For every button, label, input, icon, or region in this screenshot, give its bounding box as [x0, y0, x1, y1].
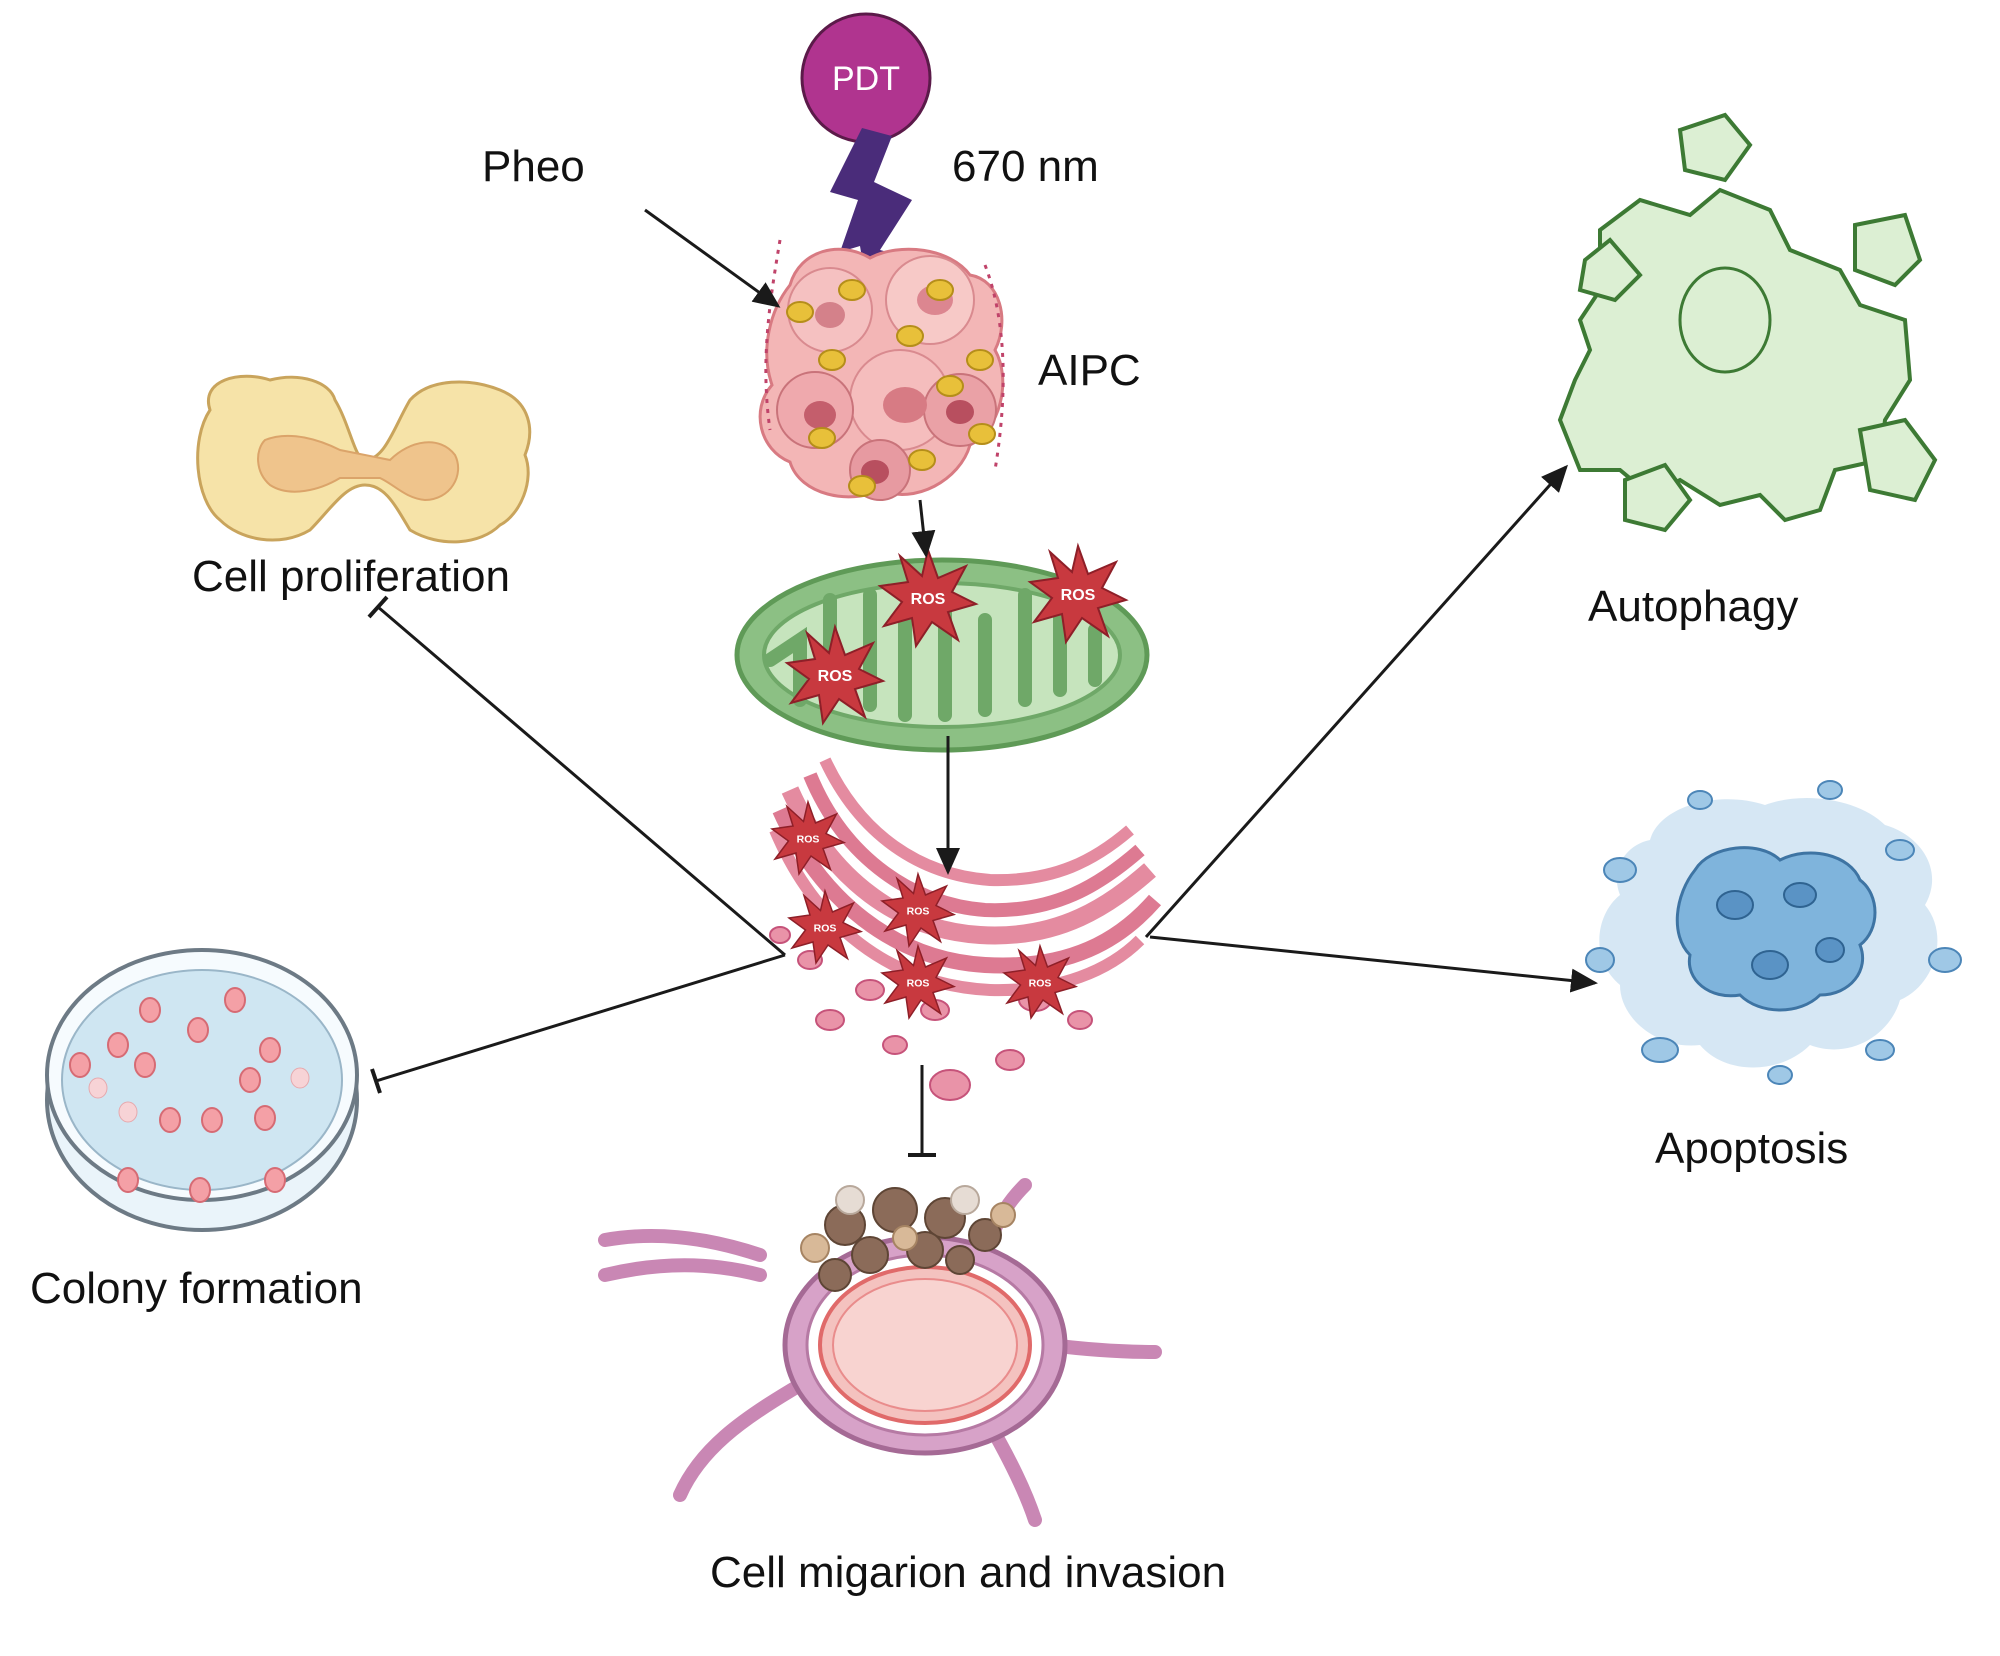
- inhibit-er-to-proliferation: [377, 605, 786, 957]
- ros-star-icon: ROS: [880, 943, 957, 1021]
- arrow-er-to-autophagy: [1144, 464, 1568, 938]
- cancer-cell-cluster-icon: [758, 239, 1005, 501]
- arrow-er-to-apoptosis: [1149, 935, 1598, 993]
- dividing-cell-icon: [196, 374, 532, 544]
- wavelength-label: 670 nm: [952, 142, 1099, 191]
- inhibit-bar-colony: [370, 1068, 382, 1094]
- cell-line-label: AIPC: [1038, 346, 1141, 395]
- proliferation-label: Cell proliferation: [192, 552, 510, 601]
- autophagic-cell-icon: [1557, 112, 1938, 533]
- migration-label: Cell migarion and invasion: [710, 1548, 1227, 1597]
- svg-text:ROS: ROS: [907, 978, 930, 990]
- arrow-pheo-to-cells: [644, 208, 781, 308]
- colony-label: Colony formation: [30, 1264, 363, 1313]
- ros-star-icon: ROS: [1027, 542, 1129, 645]
- endoplasmic-reticulum-icon: [769, 757, 1162, 1101]
- inhibit-bar-proliferation: [367, 595, 389, 619]
- autophagy-label: Autophagy: [1588, 582, 1799, 631]
- ros-star-icon: ROS: [877, 546, 979, 649]
- ros-star-icon: ROS: [770, 799, 847, 877]
- svg-text:ROS: ROS: [814, 923, 837, 935]
- ros-star-icon: ROS: [880, 871, 957, 949]
- petri-dish-icon: [45, 948, 359, 1232]
- apoptotic-cell-icon: [1585, 780, 1962, 1085]
- svg-text:ROS: ROS: [1061, 587, 1096, 604]
- blood-vessel-icon: [598, 1178, 1162, 1527]
- arrow-cells-to-mitochondria: [911, 499, 936, 558]
- invading-cells-icon: [800, 1185, 1016, 1292]
- pdt-source: PDT: [800, 12, 932, 144]
- drug-label: Pheo: [482, 142, 585, 191]
- svg-text:ROS: ROS: [818, 668, 853, 685]
- pdt-label: PDT: [832, 60, 900, 98]
- svg-text:ROS: ROS: [911, 591, 946, 608]
- apoptosis-label: Apoptosis: [1655, 1124, 1849, 1173]
- ros-star-icon: ROS: [1002, 943, 1079, 1021]
- svg-text:ROS: ROS: [797, 834, 820, 846]
- ros-star-icon: ROS: [784, 623, 886, 726]
- ros-markers: ROS ROS ROS ROS ROS ROS ROS ROS: [770, 542, 1129, 1021]
- ros-star-icon: ROS: [787, 888, 864, 966]
- pathway-arrows: [367, 208, 1598, 1157]
- svg-text:ROS: ROS: [907, 906, 930, 918]
- inhibit-er-to-colony: [375, 953, 786, 1083]
- svg-text:ROS: ROS: [1029, 978, 1052, 990]
